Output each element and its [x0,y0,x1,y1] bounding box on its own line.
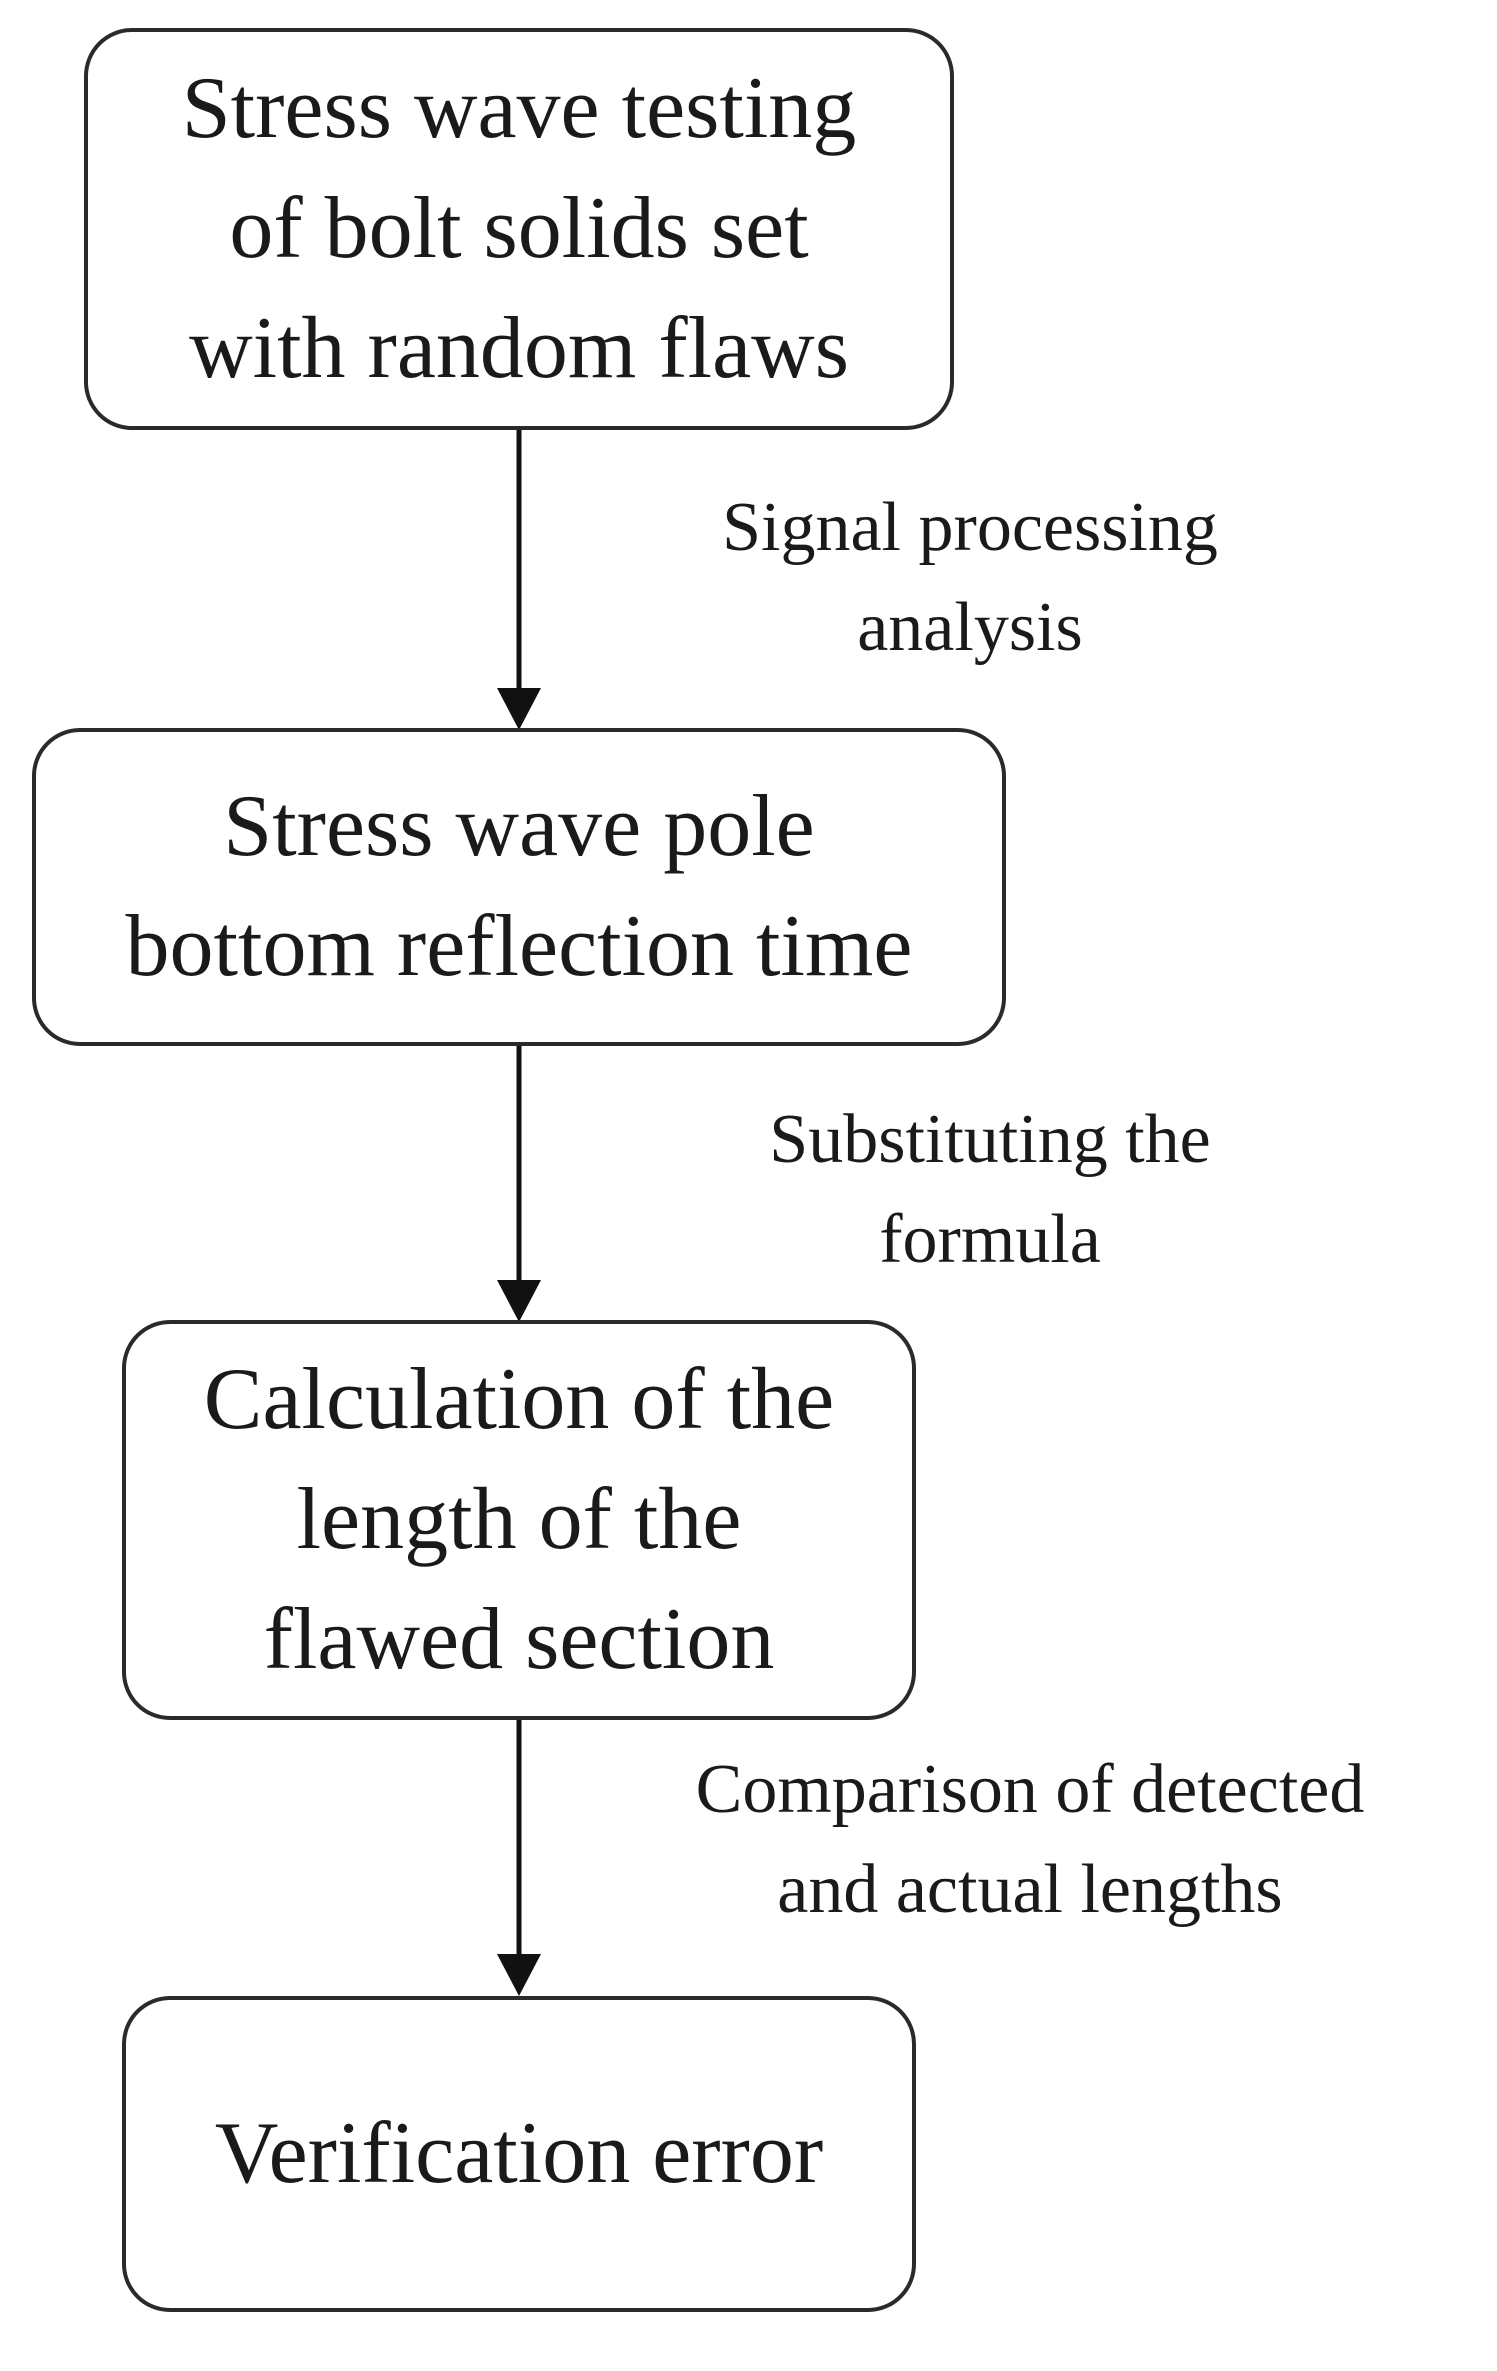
edge-text-line: Signal processing [722,489,1218,566]
edge-text-line: analysis [857,589,1083,666]
node-text-line: Stress wave pole [223,778,815,875]
node-stress-wave-testing: Stress wave testing of bolt solids set w… [84,28,954,430]
arrow-calculation-to-verification [497,1720,541,1996]
node-text-line: bottom reflection time [125,898,913,995]
arrow-testing-to-reflection [497,428,541,730]
edge-text-line: Substituting the [769,1101,1211,1178]
node-text-line: Stress wave testing [181,60,857,157]
edge-text-line: and actual lengths [777,1851,1283,1928]
node-calculation-length: Calculation of the length of the flawed … [122,1320,916,1720]
edge-text-line: formula [879,1201,1101,1278]
edge-label-signal-processing: Signal processing analysis [620,478,1320,678]
node-text-line: length of the [296,1471,742,1568]
node-text-line: with random flaws [189,300,849,397]
edge-label-comparison: Comparison of detected and actual length… [580,1740,1480,1940]
node-text-line: Calculation of the [203,1351,835,1448]
arrow-reflection-to-calculation [497,1046,541,1322]
node-text-line: flawed section [263,1591,775,1688]
node-text-line: of bolt solids set [229,180,809,277]
node-reflection-time: Stress wave pole bottom reflection time [32,728,1006,1046]
edge-label-substituting-formula: Substituting the formula [640,1090,1340,1290]
node-text-line: Verification error [214,2105,824,2202]
edge-text-line: Comparison of detected [695,1751,1365,1828]
node-verification-error: Verification error [122,1996,916,2312]
